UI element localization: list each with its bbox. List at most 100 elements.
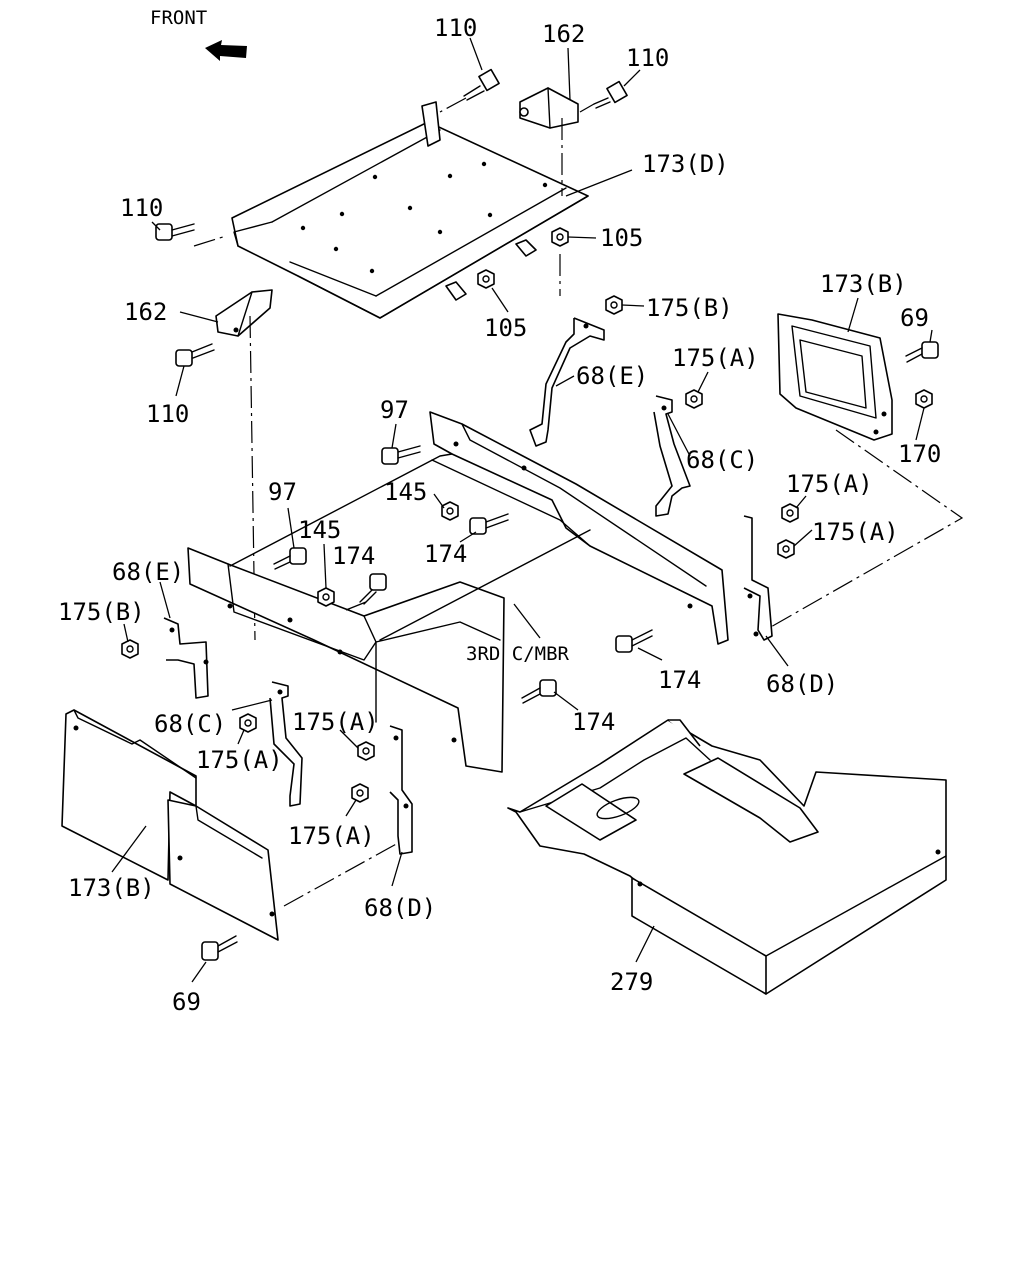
centerline	[579, 103, 595, 113]
nut-175b-left	[121, 639, 139, 659]
leader-110b	[623, 69, 641, 87]
callout-145: 145	[384, 478, 427, 506]
callout-69: 69	[900, 304, 929, 332]
callout-68d: 68(D)	[364, 894, 436, 922]
callout-175b: 175(B)	[646, 294, 733, 322]
callout-175a: 175(A)	[196, 746, 283, 774]
callout-68c: 68(C)	[686, 446, 758, 474]
nut-175a-top	[685, 389, 703, 409]
leader-175a-top	[697, 371, 709, 393]
centerline	[283, 841, 401, 907]
centerline	[439, 97, 467, 113]
nut-105-center	[477, 269, 495, 289]
callout-69: 69	[172, 988, 201, 1016]
callout-175a: 175(A)	[812, 518, 899, 546]
bolt-69-bottom	[201, 935, 238, 961]
leader-173d	[565, 169, 633, 197]
cover-panel-173b-left	[61, 709, 279, 941]
centerline	[761, 429, 964, 633]
callout-175a: 175(A)	[672, 344, 759, 372]
bolt-174-lower	[615, 629, 653, 653]
callout-174: 174	[658, 666, 701, 694]
nut-175a-r2	[777, 539, 795, 559]
callout-175a: 175(A)	[786, 470, 873, 498]
leader-68d-right	[765, 635, 789, 667]
leader-175a-r2	[793, 529, 813, 547]
callout-145: 145	[298, 516, 341, 544]
callout-175a: 175(A)	[288, 822, 375, 850]
leader-174-bottom	[553, 691, 579, 711]
bolt-69-right	[905, 341, 939, 363]
callout-174: 174	[424, 540, 467, 568]
callout-105: 105	[600, 224, 643, 252]
nut-170	[915, 389, 933, 409]
callout-174: 174	[572, 708, 615, 736]
leader-175a-r1	[795, 495, 807, 509]
leader-110c	[151, 221, 161, 231]
leader-68c-right	[667, 413, 691, 457]
callout-68d: 68(D)	[766, 670, 838, 698]
bracket-68c-right	[653, 395, 691, 517]
bolt-97-left	[273, 547, 307, 570]
nut-175a-l1	[239, 713, 257, 733]
callout-97: 97	[380, 396, 409, 424]
bracket-68e-top	[529, 317, 605, 447]
leader-174-mid	[459, 531, 477, 543]
bolt-174-bottom	[521, 679, 557, 704]
bracket-68d-right	[743, 515, 773, 641]
arrow-left-icon	[205, 40, 247, 61]
callout-110: 110	[120, 194, 163, 222]
callout-174: 174	[332, 542, 375, 570]
centerline	[249, 315, 256, 641]
bolt-110-right	[593, 80, 628, 109]
leader-174-lower	[637, 647, 663, 661]
nut-145-left	[317, 587, 335, 607]
nut-175a-l2	[357, 741, 375, 761]
leader-162a	[567, 47, 571, 101]
nut-105-right	[551, 227, 569, 247]
leader-97-top	[391, 423, 397, 449]
callout-110: 110	[626, 44, 669, 72]
nut-175a-r1	[781, 503, 799, 523]
leader-175b-left	[123, 623, 129, 643]
callout-279: 279	[610, 968, 653, 996]
callout-110: 110	[146, 400, 189, 428]
bracket-162-top	[519, 87, 579, 129]
callout-170: 170	[898, 440, 941, 468]
leader-97-left	[287, 507, 295, 549]
callout-162: 162	[124, 298, 167, 326]
bolt-174-left	[359, 573, 387, 605]
member-label: 3RD C/MBR	[466, 643, 570, 665]
leader-110d	[175, 365, 185, 397]
centerline	[193, 235, 227, 247]
callout-175b: 175(B)	[58, 598, 145, 626]
callout-173b: 173(B)	[820, 270, 907, 298]
leader-174-left	[345, 601, 367, 611]
leader-175a-l1	[237, 729, 245, 745]
front-label: FRONT	[150, 7, 207, 29]
leader-170	[915, 407, 925, 441]
leader-68d-left	[391, 851, 403, 887]
leader-68c-left	[231, 699, 273, 711]
bolt-97-top	[381, 445, 421, 465]
callout-97: 97	[268, 478, 297, 506]
bracket-162-left	[215, 289, 273, 337]
leader-173b-right	[847, 297, 859, 333]
leader-69-bottom	[191, 961, 207, 983]
leader-175a-l2	[339, 729, 359, 749]
bracket-68e-left	[163, 617, 209, 699]
callout-173d: 173(D)	[642, 150, 729, 178]
leader-145-top	[433, 493, 445, 509]
callout-68c: 68(C)	[154, 710, 226, 738]
leader-69-right	[929, 329, 933, 343]
member-leader	[513, 603, 541, 639]
tray-279	[507, 719, 947, 995]
leader-175a-l3	[345, 799, 357, 817]
bolt-110-left-bottom	[175, 343, 215, 367]
leader-110a	[469, 37, 483, 71]
leader-279	[635, 925, 655, 963]
callout-68e: 68(E)	[112, 558, 184, 586]
cover-panel-173d	[231, 101, 589, 319]
